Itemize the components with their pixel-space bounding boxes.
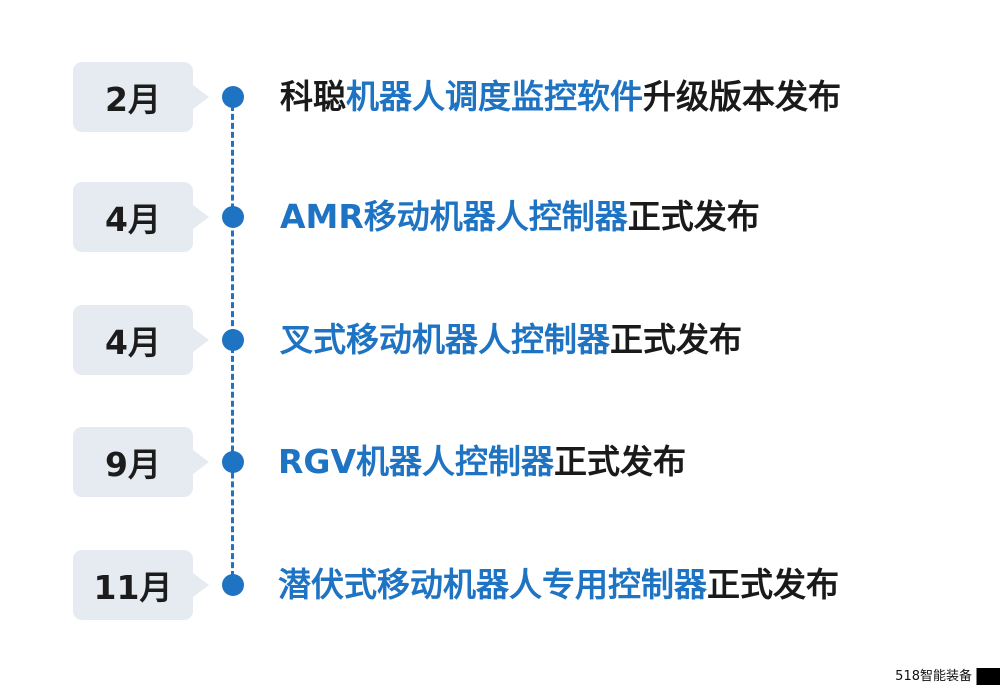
event-text: 潜伏式移动机器人专用控制器正式发布 [278,556,839,614]
timeline-item-1: 2月 科聪机器人调度监控软件升级版本发布 [0,62,1000,132]
event-highlight: 叉式移动机器人控制器 [280,320,610,359]
event-highlight: RGV机器人控制器 [278,442,555,481]
timeline-dot [222,86,244,108]
month-label: 11月 [73,550,209,620]
month-label: 2月 [73,62,209,132]
timeline-dot [222,451,244,473]
timeline-item-5: 11月 潜伏式移动机器人专用控制器正式发布 [0,550,1000,620]
event-text: RGV机器人控制器正式发布 [278,433,686,491]
month-label: 4月 [73,182,209,252]
event-suffix: 升级版本发布 [643,77,841,116]
event-suffix: 正式发布 [627,197,760,236]
event-suffix: 正式发布 [707,565,839,604]
watermark: 518智能装备 [893,668,1000,685]
event-highlight: 机器人调度监控软件 [346,77,643,116]
event-suffix: 正式发布 [610,320,742,359]
event-suffix: 正式发布 [554,442,687,481]
timeline-item-3: 4月 叉式移动机器人控制器正式发布 [0,305,1000,375]
event-text: 科聪机器人调度监控软件升级版本发布 [280,68,841,126]
event-highlight: AMR移动机器人控制器 [280,197,628,236]
timeline-dot [222,574,244,596]
month-label: 9月 [73,427,209,497]
timeline-dot [222,206,244,228]
timeline-dot [222,329,244,351]
event-prefix: 科聪 [280,77,346,116]
event-highlight: 潜伏式移动机器人专用控制器 [278,565,707,604]
event-text: AMR移动机器人控制器正式发布 [280,188,760,246]
month-label: 4月 [73,305,209,375]
timeline-item-2: 4月 AMR移动机器人控制器正式发布 [0,182,1000,252]
event-text: 叉式移动机器人控制器正式发布 [280,311,742,369]
timeline-item-4: 9月 RGV机器人控制器正式发布 [0,427,1000,497]
